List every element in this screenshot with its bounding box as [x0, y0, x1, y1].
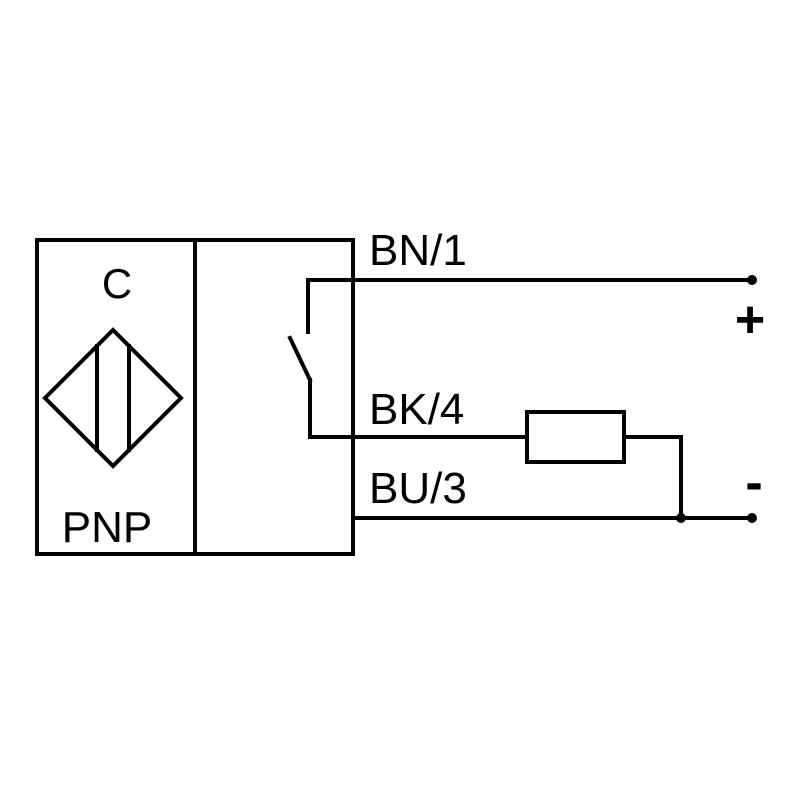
- switch-blade: [287, 335, 313, 383]
- negative-terminal-label: -: [745, 454, 762, 512]
- output-type-label: PNP: [62, 503, 152, 552]
- junction-dot: [676, 513, 686, 523]
- terminal-negative-dot: [747, 513, 757, 523]
- terminal-positive-dot: [747, 275, 757, 285]
- positive-terminal-label: +: [735, 291, 765, 349]
- load-resistor: [525, 410, 626, 464]
- wire-bn-label: BN/1: [369, 226, 467, 275]
- wire-bk-label: BK/4: [369, 385, 464, 434]
- wire-bu-label: BU/3: [369, 464, 467, 513]
- capacitive-sensor-icon: [42, 327, 184, 469]
- sensor-type-label: C: [102, 260, 132, 307]
